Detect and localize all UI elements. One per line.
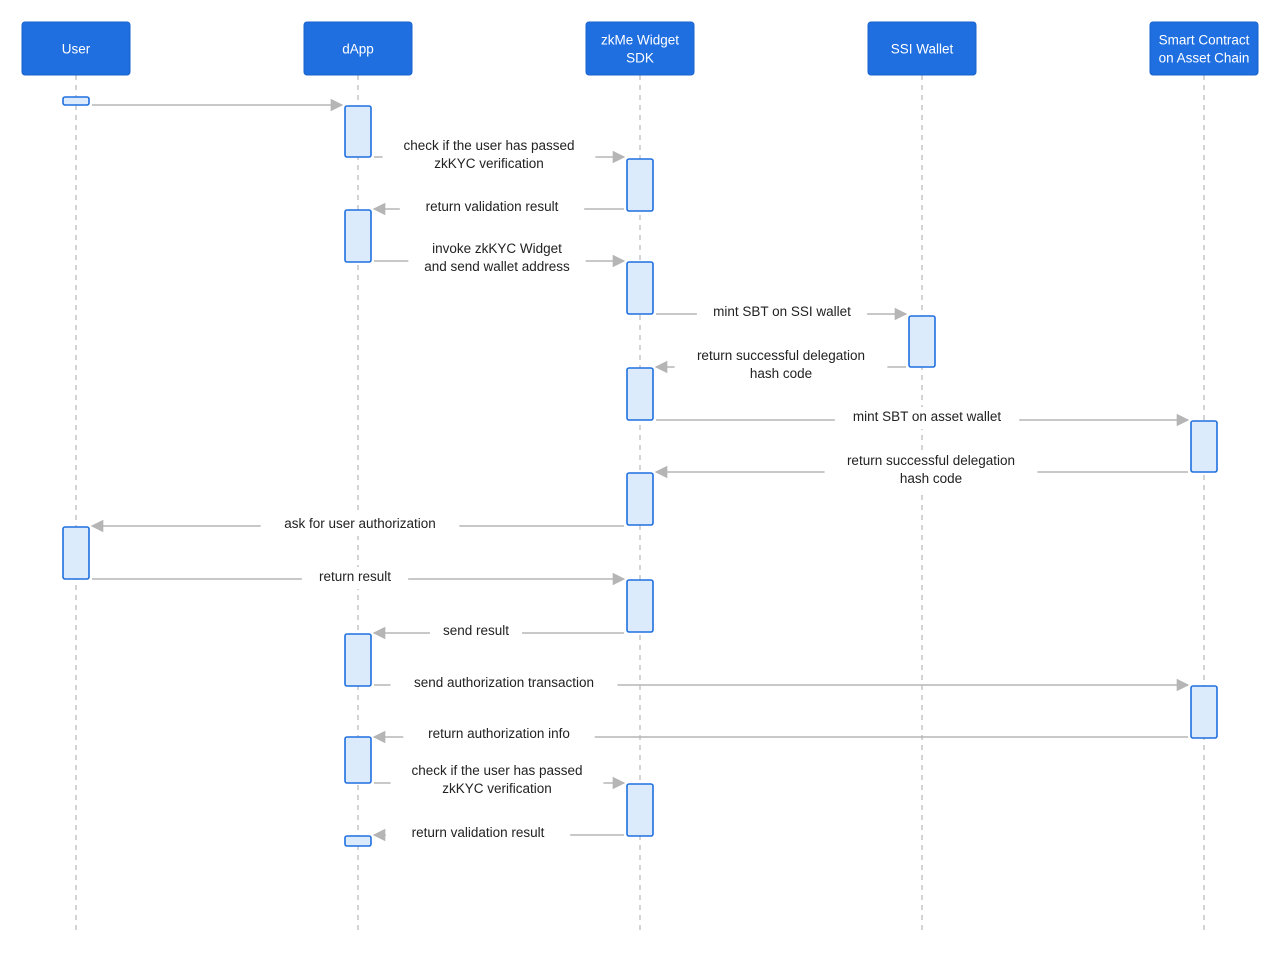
message-label: hash code bbox=[750, 366, 812, 381]
activation-bar-dapp bbox=[344, 736, 372, 784]
activation-bar-sdk bbox=[626, 367, 654, 421]
messages-layer: check if the user has passed zkKYC verifi… bbox=[90, 98, 1190, 845]
message-label: return result bbox=[319, 569, 391, 584]
activation-bar-dapp bbox=[344, 105, 372, 158]
message-label: return validation result bbox=[412, 825, 545, 840]
message-9: return result bbox=[92, 567, 626, 589]
participant-box bbox=[585, 21, 695, 76]
participant-ssi: SSI Wallet bbox=[867, 21, 977, 76]
message-label-background bbox=[824, 451, 1038, 491]
message-label-background bbox=[382, 136, 596, 176]
message-14: return validation result bbox=[372, 823, 624, 845]
message-label: return authorization info bbox=[428, 726, 570, 741]
message-label: and send wallet address bbox=[424, 259, 570, 274]
message-label-background bbox=[696, 302, 868, 324]
activation-bar-ssi bbox=[908, 315, 936, 368]
message-label: zkKYC verification bbox=[442, 781, 552, 796]
message-label: send result bbox=[443, 623, 509, 638]
participant-label: dApp bbox=[342, 42, 374, 57]
message-label-background bbox=[408, 239, 586, 279]
participant-user: User bbox=[21, 21, 131, 76]
activation-bar-contract bbox=[1190, 420, 1218, 473]
participant-box bbox=[867, 21, 977, 76]
participant-label: SDK bbox=[626, 51, 654, 66]
message-label-background bbox=[834, 407, 1020, 429]
activation-bar-sdk bbox=[626, 783, 654, 837]
message-6: mint SBT on asset wallet bbox=[656, 407, 1190, 429]
message-1: check if the user has passed zkKYC verifi… bbox=[374, 136, 626, 176]
activation-bar-sdk bbox=[626, 472, 654, 526]
activation-bar-sdk bbox=[626, 579, 654, 633]
message-label: hash code bbox=[900, 471, 962, 486]
message-label-background bbox=[260, 514, 460, 536]
message-label-background bbox=[301, 567, 409, 589]
participant-contract: Smart Contract on Asset Chain bbox=[1149, 21, 1259, 76]
message-label-background bbox=[385, 823, 571, 845]
participant-label: User bbox=[62, 42, 91, 57]
message-12: return authorization info bbox=[372, 724, 1188, 746]
activation-bar-sdk bbox=[626, 261, 654, 315]
message-label: check if the user has passed bbox=[403, 138, 574, 153]
participant-label: on Asset Chain bbox=[1159, 51, 1250, 66]
participant-box bbox=[21, 21, 131, 76]
message-8: ask for user authorization bbox=[90, 514, 624, 536]
message-label-background bbox=[674, 346, 888, 386]
activation-bar-dapp bbox=[344, 835, 372, 847]
message-label: send authorization transaction bbox=[414, 675, 594, 690]
participant-box bbox=[1149, 21, 1259, 76]
message-label-background bbox=[399, 197, 585, 219]
message-label: mint SBT on asset wallet bbox=[853, 409, 1002, 424]
activations-layer bbox=[62, 96, 1218, 847]
message-5: return successful delegation hash code bbox=[654, 346, 906, 386]
activation-bar-user bbox=[62, 96, 90, 106]
message-label: check if the user has passed bbox=[411, 763, 582, 778]
activation-bar-user bbox=[62, 526, 90, 580]
message-label: return successful delegation bbox=[847, 453, 1015, 468]
activation-bar-dapp bbox=[344, 209, 372, 263]
participant-dapp: dApp bbox=[303, 21, 413, 76]
message-10: send result bbox=[372, 621, 624, 643]
message-label: invoke zkKYC Widget bbox=[432, 241, 562, 256]
message-4: mint SBT on SSI wallet bbox=[656, 302, 908, 324]
message-label-background bbox=[429, 621, 523, 643]
message-label: return successful delegation bbox=[697, 348, 865, 363]
message-label-background bbox=[390, 761, 604, 801]
message-label: ask for user authorization bbox=[284, 516, 436, 531]
message-11: send authorization transaction bbox=[374, 673, 1190, 695]
message-label-background bbox=[403, 724, 595, 746]
activation-bar-sdk bbox=[626, 158, 654, 212]
participant-label: SSI Wallet bbox=[891, 42, 954, 57]
participant-label: Smart Contract bbox=[1159, 33, 1250, 48]
participant-box bbox=[303, 21, 413, 76]
message-label-background bbox=[390, 673, 618, 695]
message-2: return validation result bbox=[372, 197, 624, 219]
message-label: mint SBT on SSI wallet bbox=[713, 304, 851, 319]
activation-bar-dapp bbox=[344, 633, 372, 687]
activation-bar-contract bbox=[1190, 685, 1218, 739]
message-3: invoke zkKYC Widget and send wallet addre… bbox=[374, 239, 626, 279]
message-7: return successful delegation hash code bbox=[654, 451, 1188, 491]
message-label: zkKYC verification bbox=[434, 156, 544, 171]
message-label: return validation result bbox=[426, 199, 559, 214]
message-13: check if the user has passed zkKYC verifi… bbox=[374, 761, 626, 801]
participant-label: zkMe Widget bbox=[601, 33, 679, 48]
